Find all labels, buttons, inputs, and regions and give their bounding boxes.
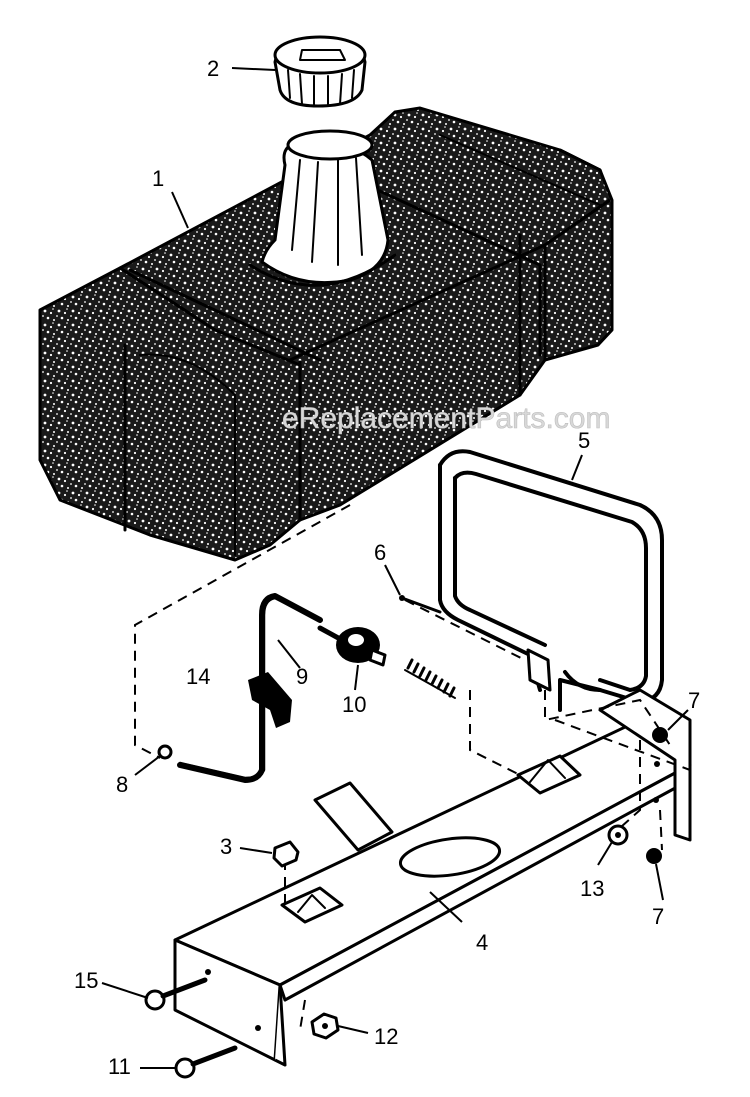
callout-nut-12: 12 <box>374 1024 398 1049</box>
assembly-lines <box>134 504 691 1031</box>
shutoff-valve <box>317 625 456 699</box>
callout-line-clip: 14 <box>186 664 210 689</box>
callout-shutoff-valve: 10 <box>342 692 366 717</box>
callout-nut-7-lower: 7 <box>652 904 664 929</box>
mounting-bracket <box>173 688 692 1067</box>
nut-7-upper <box>652 727 668 743</box>
callout-bolt-11: 11 <box>108 1054 131 1079</box>
callout-mounting-bracket: 4 <box>476 930 488 955</box>
callout-labels: 1 2 5 6 7 14 9 10 8 3 13 7 4 15 12 11 <box>74 56 700 1079</box>
callout-nut-7-upper: 7 <box>688 688 700 713</box>
line-clip <box>248 672 292 728</box>
callout-fuel-tank: 1 <box>152 166 164 191</box>
leader-lines <box>101 67 689 1069</box>
washer-13 <box>607 824 629 846</box>
callout-screw-6: 6 <box>374 540 386 565</box>
clamp-8 <box>157 744 173 760</box>
nut-3 <box>272 840 300 868</box>
screw-6 <box>399 595 442 614</box>
callout-fuel-line: 9 <box>296 664 308 689</box>
filler-neck <box>260 140 390 285</box>
callout-tank-strap: 5 <box>578 428 590 453</box>
tank-strap <box>438 449 664 712</box>
nut-7-lower <box>646 848 662 864</box>
bolt-11 <box>174 1045 238 1079</box>
nut-12 <box>310 1012 340 1040</box>
callout-bolt-15: 15 <box>74 968 98 993</box>
bolt-15 <box>144 977 208 1011</box>
callout-washer-13: 13 <box>580 876 604 901</box>
callout-fuel-cap: 2 <box>207 56 219 81</box>
callout-nut-3: 3 <box>220 834 232 859</box>
fuel-tank <box>38 106 614 562</box>
fuel-cap <box>273 35 367 108</box>
callout-clamp-8: 8 <box>116 772 128 797</box>
watermark: eReplacementParts.com <box>282 402 610 435</box>
